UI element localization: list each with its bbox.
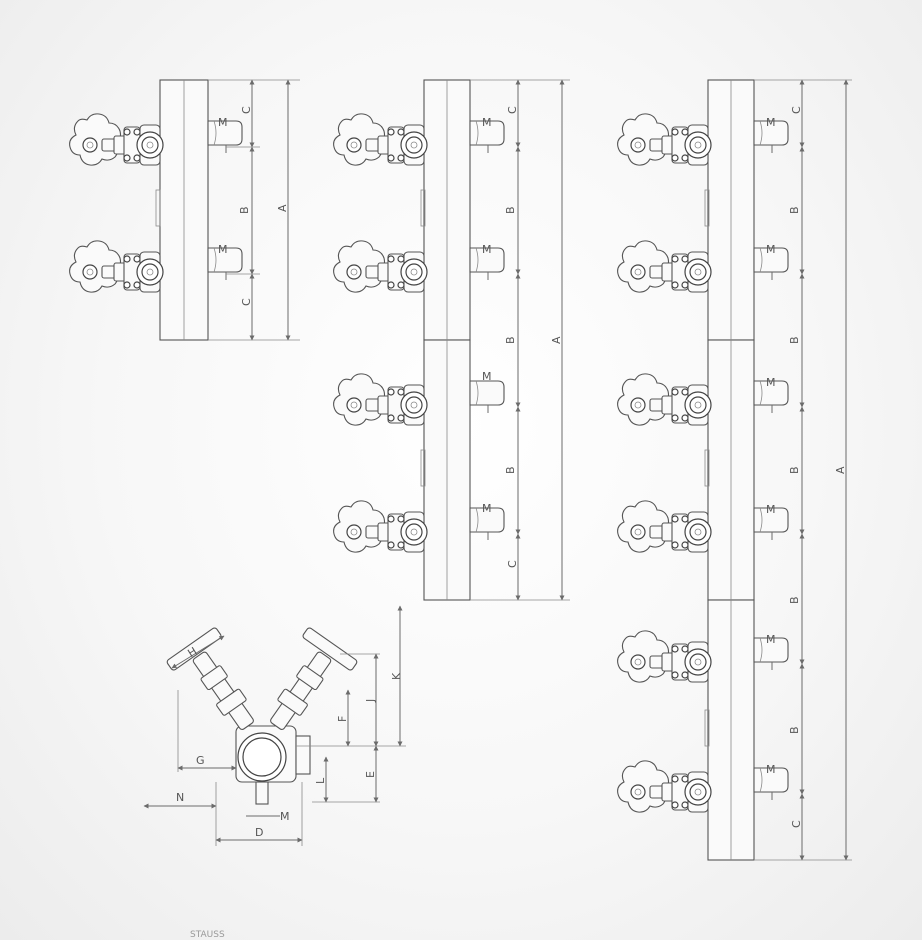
label-a: A <box>550 336 563 344</box>
label-m: M <box>482 116 492 129</box>
label-m: M <box>218 116 228 129</box>
label-b: B <box>238 206 251 214</box>
label-c: C <box>240 106 253 114</box>
label-f: F <box>336 716 349 722</box>
label-b: B <box>788 206 801 214</box>
label-n: N <box>176 791 184 804</box>
label-m: M <box>482 502 492 515</box>
label-m: M <box>482 243 492 256</box>
label-c: C <box>790 820 803 828</box>
footer-brand-text: STAUSS <box>190 930 225 940</box>
label-l: L <box>314 777 327 784</box>
label-g: G <box>196 754 205 767</box>
label-b: B <box>788 596 801 604</box>
label-c: C <box>240 298 253 306</box>
label-m: M <box>482 370 492 383</box>
label-m: M <box>766 376 776 389</box>
label-c: C <box>506 560 519 568</box>
assembly-6-valves: M M M M M M C B B B B B C A <box>616 79 852 861</box>
label-b: B <box>504 206 517 214</box>
label-m: M <box>218 243 228 256</box>
label-m: M <box>280 810 290 823</box>
label-a: A <box>834 466 847 474</box>
label-b: B <box>504 466 517 474</box>
label-c: C <box>790 106 803 114</box>
label-j: J <box>364 699 377 703</box>
label-m: M <box>766 116 776 129</box>
label-m: M <box>766 243 776 256</box>
label-a: A <box>276 204 289 212</box>
side-view: K J F E L D G N M H <box>143 605 406 846</box>
label-m: M <box>766 633 776 646</box>
label-k: K <box>390 672 403 680</box>
label-m: M <box>766 503 776 516</box>
label-b: B <box>788 466 801 474</box>
label-m: M <box>766 763 776 776</box>
label-b: B <box>788 726 801 734</box>
label-b: B <box>504 336 517 344</box>
label-c: C <box>506 106 519 114</box>
label-d: D <box>255 826 263 839</box>
label-e: E <box>364 771 377 778</box>
label-b: B <box>788 336 801 344</box>
assembly-2-valves: M M C B C A <box>68 79 300 341</box>
assembly-4-valves: M M M M C B B B C A <box>333 79 570 601</box>
